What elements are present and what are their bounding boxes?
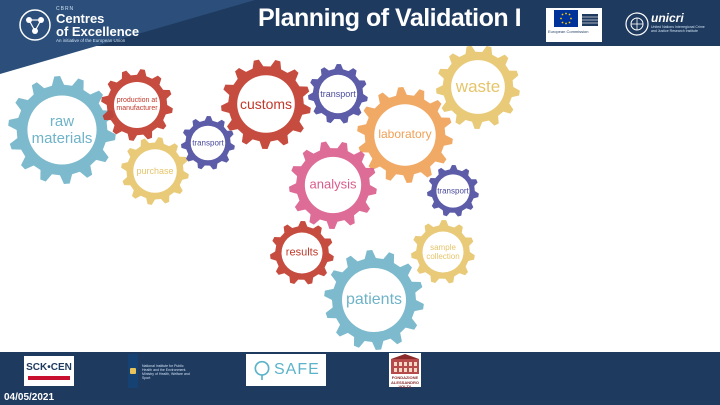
ec-building-icon [582,14,598,26]
volta-logo: FONDAZIONE ALESSANDRO VOLTA [389,353,421,389]
coe-line2: of Excellence [56,24,140,39]
gear-raw-materials-icon [8,76,116,184]
footer-bar [0,352,720,405]
gear-label-transport-1: transport [192,138,224,148]
gear-laboratory-icon [357,87,453,183]
gear-label-analysis: analysis [309,176,357,192]
gear-label-results: results [285,246,319,259]
gear-transport-3-icon [427,165,479,217]
gear-analysis-icon [289,141,377,229]
gear-label-customs: customs [239,95,293,112]
sck-cen-text: SCK•CEN [26,362,72,373]
coe-small-text: CBRN [56,6,75,12]
gear-label-waste: waste [455,77,501,97]
gear-production-at-manufacturer-icon [101,69,173,141]
safe-text: SAFE [274,361,320,378]
gear-patients-icon [324,250,424,350]
rivm-logo: National Institute for Public Health and… [122,354,192,388]
gear-label-patients: patients [345,290,403,308]
gear-label-transport-2: transport [320,88,356,99]
rivm-text: National Institute for Public Health and… [142,364,190,380]
coe-tagline: An initiative of the European Union [56,38,126,43]
gear-label-transport-3: transport [437,186,469,196]
unicri-name: unicri [651,11,684,25]
gear-results-icon [270,221,334,285]
coe-molecule-icon [19,9,51,41]
gear-transport-1-icon [181,116,235,170]
european-commission-logo: European Commission [546,8,602,42]
volta-text: FONDAZIONE ALESSANDRO VOLTA [390,375,419,389]
gear-transport-2-icon [308,64,368,124]
gear-waste-icon [436,45,520,129]
coe-line1: Centres [56,11,105,26]
coe-logo: CBRN Centres of Excellence An initiative… [18,6,168,43]
safe-logo: SAFE [246,354,326,386]
un-emblem-icon [625,12,649,36]
safe-drop-icon [254,360,270,380]
rivm-crest-icon [130,368,136,374]
sck-cen-logo: SCK•CEN [24,356,74,386]
gear-sample-collection-icon [411,220,475,284]
slide-date: 04/05/2021 [4,392,55,403]
slide-title: Planning of Validation I [258,4,522,32]
gear-diagram-svg [8,45,520,350]
gear-customs-icon [221,59,311,149]
unicri-logo: unicri United Nations Interregional Crim… [625,10,715,40]
sck-cen-bar [28,376,70,380]
gear-label-laboratory: laboratory [378,127,432,142]
eu-flag-icon [554,10,578,27]
gear-purchase-icon [121,137,189,205]
volta-building-icon [391,354,419,374]
eu-logo-text: European Commission [548,29,589,34]
unicri-subtitle: United Nations Interregional Crime and J… [651,25,705,33]
gear-label-purchase: purchase [136,165,174,176]
